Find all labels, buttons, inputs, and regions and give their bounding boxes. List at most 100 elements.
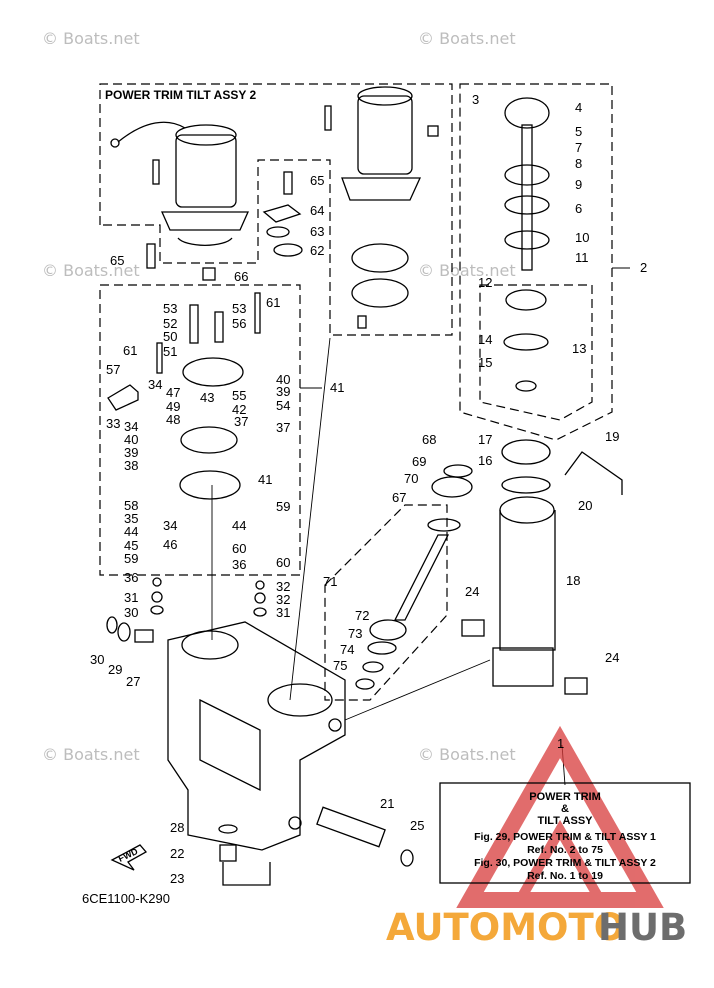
brand-text-secondary: HUB [598, 906, 687, 949]
trim-bracket: FWD [110, 621, 414, 886]
bracket-body [167, 621, 346, 851]
motor-left-oring [177, 237, 233, 246]
rod-71 [393, 534, 450, 621]
callout-67: 67 [392, 490, 406, 505]
oring-16 [501, 476, 551, 494]
callout-31: 31 [124, 590, 138, 605]
cylinder-18 [499, 510, 556, 651]
callout-61: 61 [123, 343, 137, 358]
watermark-text: © Boats.net [42, 261, 140, 280]
trim-ram-boundary [324, 504, 448, 701]
callout-40: 40 [276, 372, 290, 387]
bracket-57 [107, 384, 139, 411]
ring-32b [255, 580, 265, 590]
callout-33: 33 [106, 416, 120, 431]
filter-screen [351, 278, 409, 308]
cap-17 [501, 439, 551, 465]
callout-60: 60 [232, 541, 246, 556]
motor-left-top [175, 124, 237, 146]
filter-plate [351, 243, 409, 273]
callout-66: 66 [234, 269, 248, 284]
callout-10: 10 [575, 230, 589, 245]
callout-62: 62 [310, 243, 324, 258]
washer-6 [504, 195, 550, 215]
screen-63 [266, 226, 290, 238]
callout-12: 12 [478, 275, 492, 290]
pin-61b [156, 342, 163, 374]
assy2-title: POWER TRIM TILT ASSY 2 [105, 88, 256, 102]
callout-53: 53 [163, 301, 177, 316]
oring-73 [367, 641, 397, 655]
callout-57: 57 [106, 362, 120, 377]
callout-54: 54 [276, 398, 290, 413]
valve-assy-boundary [99, 284, 301, 576]
callout-32: 32 [276, 592, 290, 607]
motor-right [357, 95, 413, 175]
plug-23 [219, 844, 237, 862]
piston-12 [505, 289, 547, 311]
pipe-19 [564, 451, 623, 495]
logo-triangle-inner [511, 819, 609, 905]
callout-46: 46 [163, 537, 177, 552]
motor-left [175, 134, 237, 208]
plug-30b [253, 607, 267, 617]
callout-4: 4 [575, 100, 582, 115]
callout-41: 41 [330, 380, 344, 395]
legend-frame [439, 782, 691, 884]
callout-53: 53 [232, 301, 246, 316]
watermark-text: © Boats.net [418, 29, 516, 48]
legend-fig-2: Fig. 30, POWER TRIM & TILT ASSY 2 [474, 857, 656, 869]
callout-40: 40 [124, 432, 138, 447]
callout-61: 61 [266, 295, 280, 310]
callout-36: 36 [232, 557, 246, 572]
legend-title-1: POWER TRIM [529, 791, 601, 803]
cylinder-18-base [492, 647, 554, 687]
leader [289, 337, 331, 701]
plug-66 [202, 267, 216, 281]
ball-31b [254, 592, 266, 604]
callout-34: 34 [124, 419, 138, 434]
oring-69 [443, 464, 473, 478]
callout-60: 60 [276, 555, 290, 570]
legend-fig-1: Fig. 29, POWER TRIM & TILT ASSY 1 [474, 831, 656, 843]
piston-head-9 [504, 164, 550, 186]
fwd-arrow [110, 844, 148, 871]
bolt [152, 159, 160, 185]
bolt-65 [283, 171, 293, 195]
callout-14: 14 [478, 332, 492, 347]
valve-plate-58 [179, 470, 241, 500]
motor-lead-wire [117, 121, 186, 143]
callout-65: 65 [310, 173, 324, 188]
leader [344, 659, 491, 721]
oring-27 [117, 622, 131, 642]
callout-63: 63 [310, 224, 324, 239]
trim-ram-group [324, 464, 473, 701]
bolt [324, 105, 332, 131]
pin-56 [214, 311, 224, 343]
callout-74: 74 [340, 642, 354, 657]
callout-19: 19 [605, 429, 619, 444]
clip-26 [400, 849, 414, 867]
valve-74 [362, 661, 384, 673]
washer-75 [355, 678, 375, 690]
tilt-ram-boundary [459, 83, 613, 441]
legend-ref-1: Ref. No. 2 to 75 [527, 844, 603, 856]
callout-27: 27 [126, 674, 140, 689]
callout-37: 37 [276, 420, 290, 435]
tilt-cylinder-group [459, 83, 623, 695]
callout-21: 21 [380, 796, 394, 811]
gasket-62 [273, 243, 303, 257]
callout-34: 34 [163, 518, 177, 533]
callout-20: 20 [578, 498, 592, 513]
piston-boundary [479, 284, 593, 421]
plate-64 [262, 204, 302, 223]
eye-4 [504, 97, 550, 129]
callout-6: 6 [575, 201, 582, 216]
assy2-boundary [99, 83, 453, 336]
callout-58: 58 [124, 498, 138, 513]
callout-44: 44 [124, 524, 138, 539]
callout-8: 8 [575, 156, 582, 171]
callout-30: 30 [90, 652, 104, 667]
bracket-port-upper [181, 630, 239, 660]
motor-right-top [357, 86, 413, 106]
